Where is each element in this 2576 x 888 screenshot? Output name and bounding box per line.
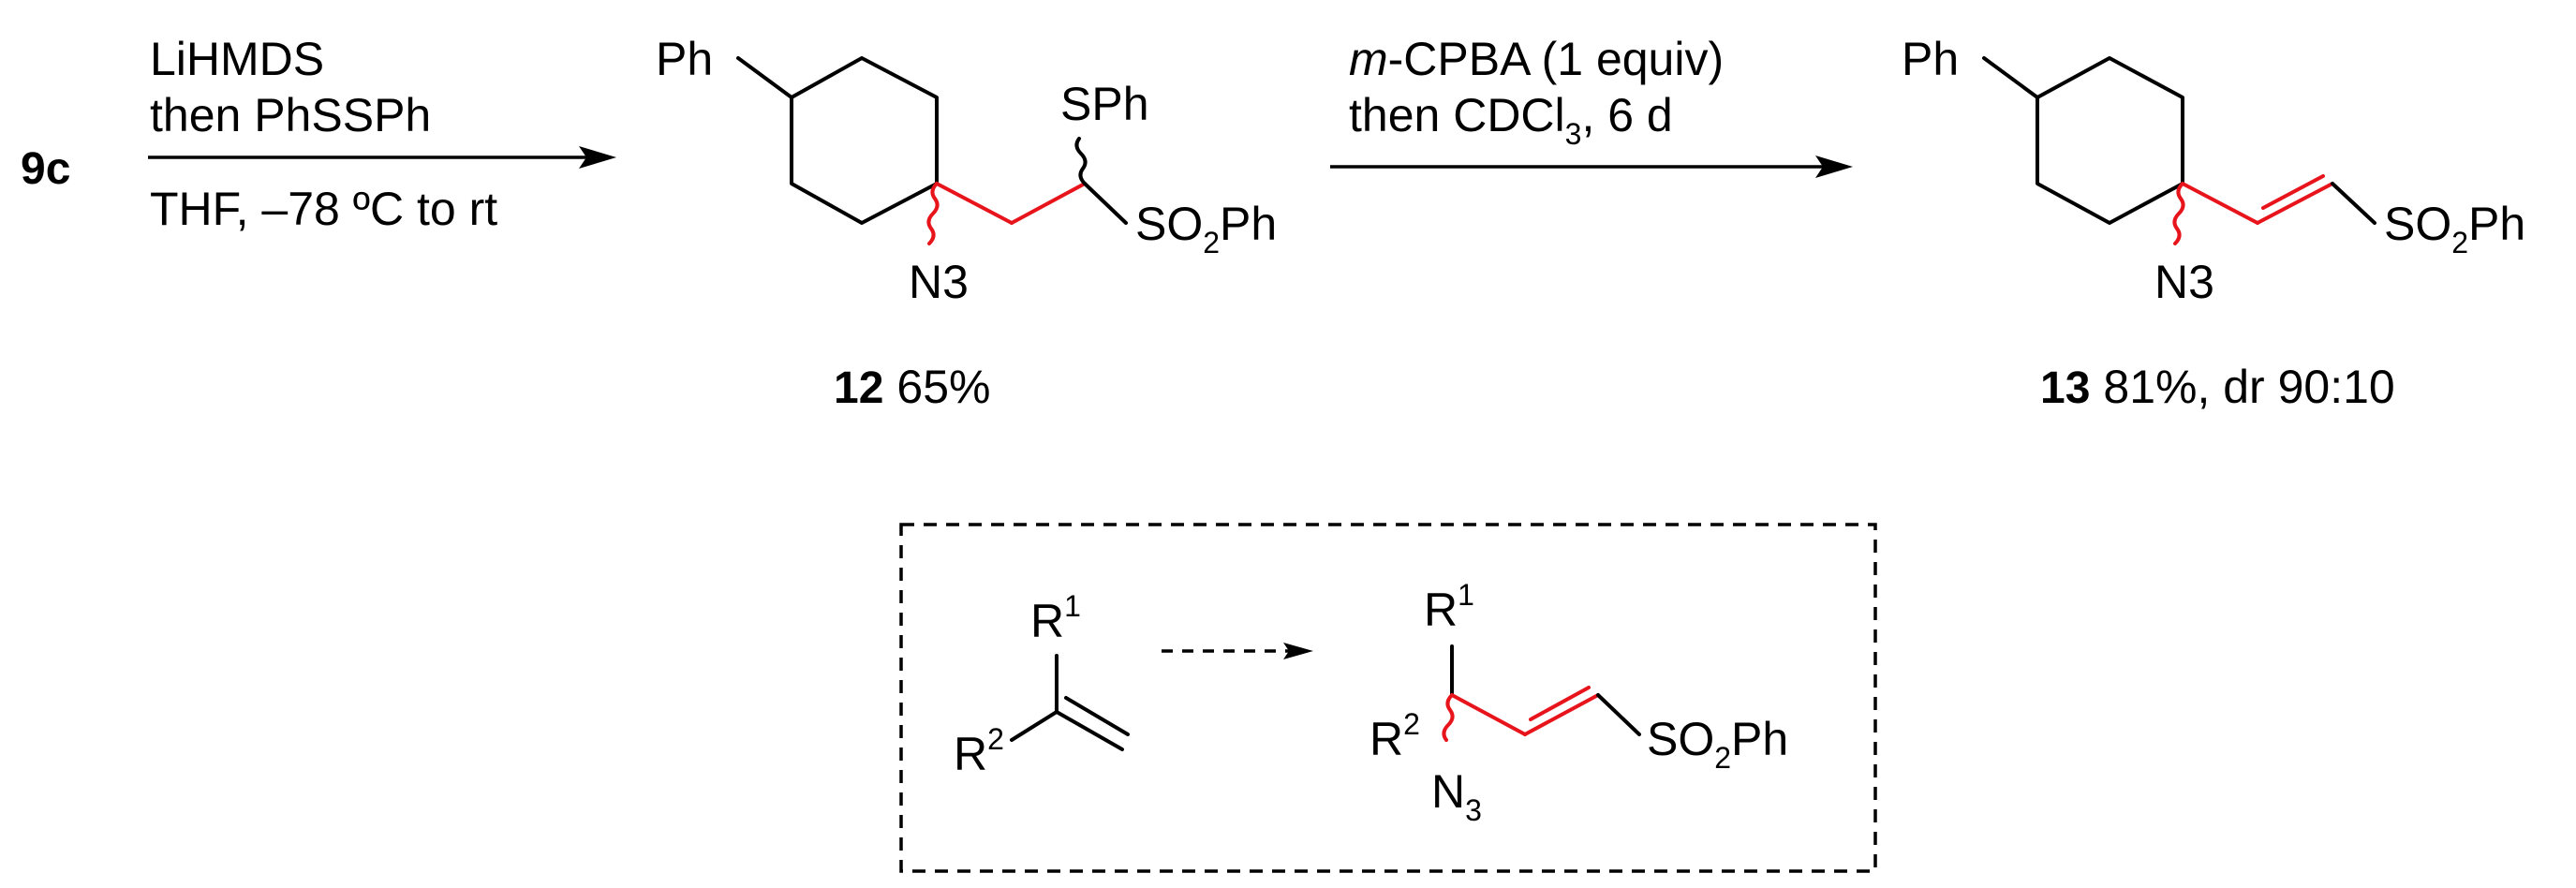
c13-sulfone-label: SO2Ph xyxy=(2384,198,2525,259)
c12-sulfone-bond xyxy=(1083,182,1128,225)
substrate-alkene-bond-b xyxy=(1064,696,1130,736)
c12-sph-label: SPh xyxy=(1060,78,1149,130)
dashed-border xyxy=(899,523,1877,873)
product-r2-label: R2 xyxy=(1369,707,1420,765)
c12-azide-text: N3 xyxy=(909,256,969,308)
compound-13-structure: Ph N3 SO2Ph 13 81%, dr 90:10 xyxy=(1902,33,2525,413)
step2-conditions: then CDCl3, 6 d xyxy=(1349,89,1673,151)
product-sulfone-bond xyxy=(1596,693,1641,736)
c12-wavy-azide-bond xyxy=(926,182,940,245)
c12-red-chain-bond xyxy=(1010,182,1087,225)
product-r1-label: R1 xyxy=(1424,578,1474,636)
c13-caption: 13 81%, dr 90:10 xyxy=(2040,361,2395,413)
step2-reagent: m-CPBA (1 equiv) xyxy=(1349,33,1724,85)
c12-ph-bond xyxy=(736,56,793,99)
step2-arrow-head xyxy=(1815,155,1853,178)
step2-reagent-rest: -CPBA (1 equiv) xyxy=(1388,33,1724,85)
product-sulfone-label: SO2Ph xyxy=(1647,713,1788,775)
substrate-r2-bond xyxy=(1010,710,1059,742)
c12-ph-label: Ph xyxy=(656,33,713,85)
product-red-single-bond xyxy=(1450,693,1527,736)
c13-ph-label: Ph xyxy=(1902,33,1959,85)
step1-arrow-group: LiHMDS then PhSSPh THF, –78 ºC to rt xyxy=(148,33,616,235)
c13-ph-bond xyxy=(1982,56,2039,99)
step1-arrow-head xyxy=(579,146,616,169)
product-wavy-azide-bond xyxy=(1442,693,1455,742)
c12-red-ch2-bond xyxy=(935,182,1014,225)
step1-reagent-line2: then PhSSPh xyxy=(150,89,431,141)
product-red-double-bond-b xyxy=(1529,686,1591,721)
c13-azide-label: N3 xyxy=(2154,256,2214,308)
compound-12-structure: Ph N3 SPh SO2Ph 12 65% xyxy=(656,33,1277,413)
c13-red-double-bond-b xyxy=(2261,174,2325,210)
step2-arrow-group: m-CPBA (1 equiv) then CDCl3, 6 d xyxy=(1330,33,1853,178)
product-red-double-bond-a xyxy=(1523,693,1600,736)
c12-sulfone-label: SO2Ph xyxy=(1135,198,1277,259)
product-azide-label: N3 xyxy=(1431,765,1482,827)
c12-number: 12 xyxy=(834,363,883,413)
c13-wavy-azide-bond xyxy=(2172,182,2185,245)
generalization-box: R1 R2 R1 R2 N3 SO2Ph xyxy=(899,523,1877,873)
substrate-alkene-bond-a xyxy=(1055,710,1124,751)
c12-cyclohexane-ring xyxy=(790,56,939,225)
c13-yield-dr: 81%, dr 90:10 xyxy=(2103,361,2394,413)
step1-reagent-line1: LiHMDS xyxy=(150,33,324,85)
c12-yield: 65% xyxy=(896,361,990,413)
c12-wavy-sph-bond xyxy=(1074,137,1088,185)
c13-red-single-bond xyxy=(2181,182,2259,225)
c13-cyclohexane-ring xyxy=(2036,56,2184,225)
c13-number: 13 xyxy=(2040,363,2090,413)
start-compound-label: 9c xyxy=(21,144,70,194)
step2-reagent-italic: m xyxy=(1349,33,1388,85)
c12-azide-label: N3 xyxy=(909,256,969,308)
step1-conditions: THF, –78 ºC to rt xyxy=(150,183,497,235)
substrate-r2-label: R2 xyxy=(954,722,1004,780)
generalization-arrow-head xyxy=(1283,643,1313,659)
c12-caption: 12 65% xyxy=(834,361,990,413)
substrate-r1-label: R1 xyxy=(1030,589,1081,647)
c13-azide-text: N3 xyxy=(2154,256,2214,308)
c13-red-double-bond-a xyxy=(2256,182,2334,225)
c13-sulfone-bond xyxy=(2331,182,2376,225)
